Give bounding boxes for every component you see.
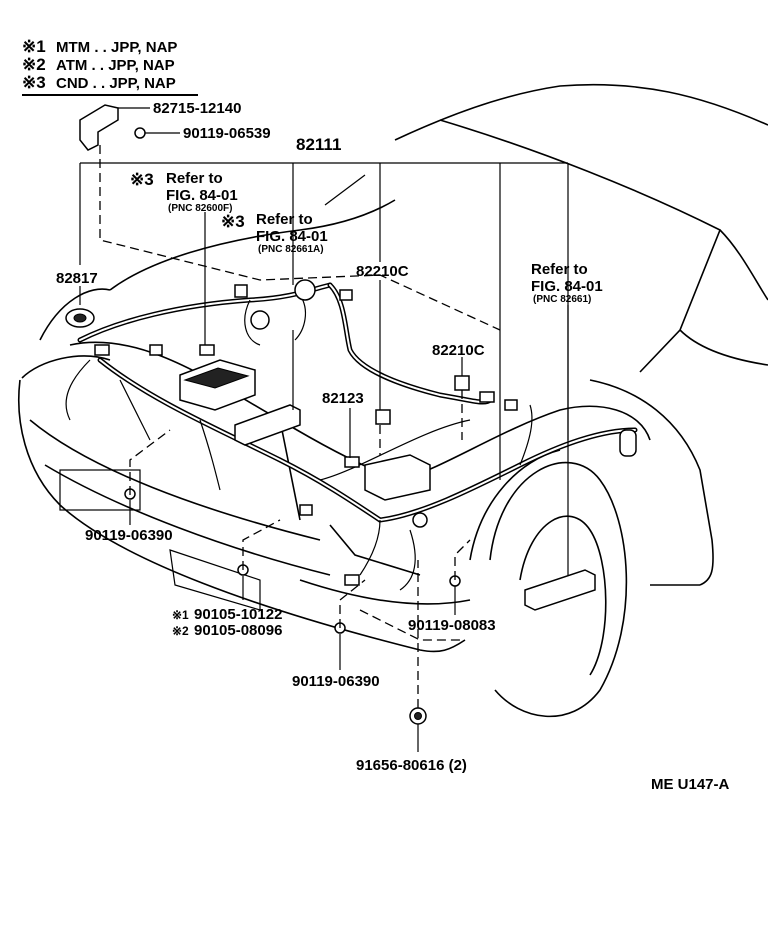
label-82111: 82111 [296,135,341,154]
lower-apron [299,579,471,605]
leader-lines [79,107,569,752]
radiator-support [69,341,401,481]
label-82123: 82123 [322,390,364,407]
tire-outline [489,461,628,718]
car-body [17,83,768,718]
bumper-mid-line [29,419,321,541]
clip-82210c-a [375,409,391,425]
right-side-module [524,569,596,611]
fender-left-top [39,288,111,341]
a-pillar [719,229,768,301]
label-90119-08083: 90119-08083 [408,617,496,634]
license-recess [169,549,261,611]
dashed-lines [99,145,501,708]
refer3-line2: FIG. 84-01 [531,278,603,295]
refer1-line2: FIG. 84-01 [166,187,238,204]
label-90105-10122: 90105-10122 [194,606,282,623]
legend-mark-1: ※1 [22,37,46,56]
roof-line [394,83,768,141]
components [65,104,596,725]
refer1-line1: Refer to [166,170,223,187]
label-82817: 82817 [56,270,98,287]
windshield-edge [439,119,722,373]
apron-right [399,405,651,481]
label-91656-80616: 91656-80616 (2) [356,757,467,774]
figure-id: ME U147-A [651,776,730,793]
refer1-mark: ※3 [130,170,154,189]
legend-text-3: CND . . JPP, NAP [56,75,176,92]
refer1-line3: (PNC 82600F) [168,203,232,214]
fusible-link-cover [234,404,301,446]
legend-text-1: MTM . . JPP, NAP [56,39,177,56]
clip-82210c-b [454,375,470,391]
legend-mark-2: ※2 [22,55,46,74]
legend-mark-3: ※3 [22,73,46,92]
refer2-line3: (PNC 82661A) [258,244,324,255]
fog-recess-left [59,469,141,511]
label-90105-10122-mark: ※1 [172,608,189,622]
cowl-line [679,329,768,366]
hood-front [109,199,396,291]
fender-right [589,379,714,586]
refer2-mark: ※3 [221,212,245,231]
bolt-90119-06539 [134,127,146,139]
lower-support [329,524,421,576]
support-post [279,419,301,521]
headlamp-socket [619,429,637,457]
label-82210c-a: 82210C [356,263,409,280]
engine-bay-edge [319,419,471,481]
label-90119-06539: 90119-06539 [183,125,271,142]
relay-82123 [364,454,431,501]
label-90119-06390-b: 90119-06390 [292,673,380,690]
label-90119-06390-a: 90119-06390 [85,527,173,544]
refer2-line1: Refer to [256,211,313,228]
legend: ※1 MTM . . JPP, NAP ※2 ATM . . JPP, NAP … [22,37,198,96]
legend-text-2: ATM . . JPP, NAP [56,57,175,74]
bumper-low-line [44,464,331,576]
bracket-82715 [79,104,119,151]
label-90105-08096-mark: ※2 [172,624,189,638]
label-90105-08096: 90105-08096 [194,622,282,639]
part-labels: 82715-12140 90119-06539 82111 ※3 Refer t… [56,100,730,793]
bumper-corner [21,355,111,379]
refer3-line1: Refer to [531,261,588,278]
label-82715-12140: 82715-12140 [153,100,241,117]
label-82210c-b: 82210C [432,342,485,359]
refer3-line3: (PNC 82661) [533,294,591,305]
bumper-lower [17,379,466,653]
wheel-well-inner [519,515,607,676]
relay-connector [199,344,215,356]
refer2-line2: FIG. 84-01 [256,228,328,245]
